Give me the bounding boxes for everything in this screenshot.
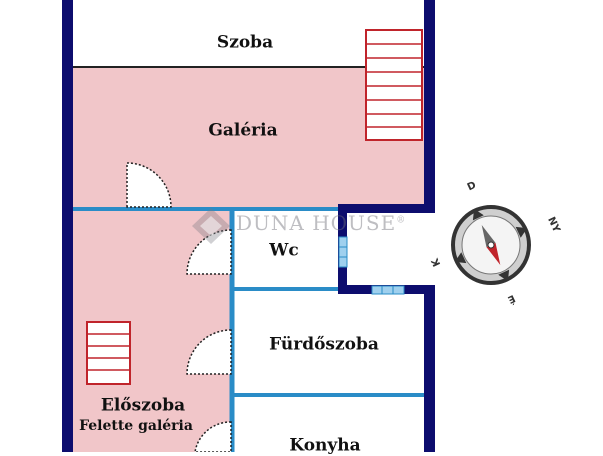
bath-window xyxy=(371,285,405,295)
door-galeria xyxy=(126,162,172,208)
door-konyha xyxy=(194,421,232,452)
staircase-lower xyxy=(86,321,131,385)
room-label-konyha: Konyha xyxy=(289,435,361,456)
watermark: DUNA HOUSE® xyxy=(236,213,406,233)
room-label-eloszoba: Előszoba xyxy=(100,395,186,416)
right-wall-upper xyxy=(424,0,435,213)
door-wc xyxy=(186,229,232,275)
watermark-registered-mark: ® xyxy=(396,215,407,226)
compass-rose xyxy=(451,205,531,285)
room-label-szoba: Szoba xyxy=(216,32,274,53)
watermark-text: DUNA HOUSE xyxy=(236,211,397,235)
left-wall xyxy=(62,0,73,452)
compass-needle-south xyxy=(486,242,501,265)
duna-house-logo-icon xyxy=(192,208,230,244)
room-label-wc: Wc xyxy=(269,240,299,261)
door-furdoszoba xyxy=(186,329,232,375)
room-label-furdoszoba: Fürdőszoba xyxy=(269,334,379,355)
room-label-eloszoba-note: Felette galéria xyxy=(79,418,193,434)
wc-window xyxy=(338,236,348,268)
room-label-galeria: Galéria xyxy=(208,120,278,141)
right-wall-lower xyxy=(424,285,435,452)
compass-needle-north xyxy=(481,225,496,248)
staircase-upper xyxy=(365,29,423,141)
notch-top-wall xyxy=(343,204,435,213)
